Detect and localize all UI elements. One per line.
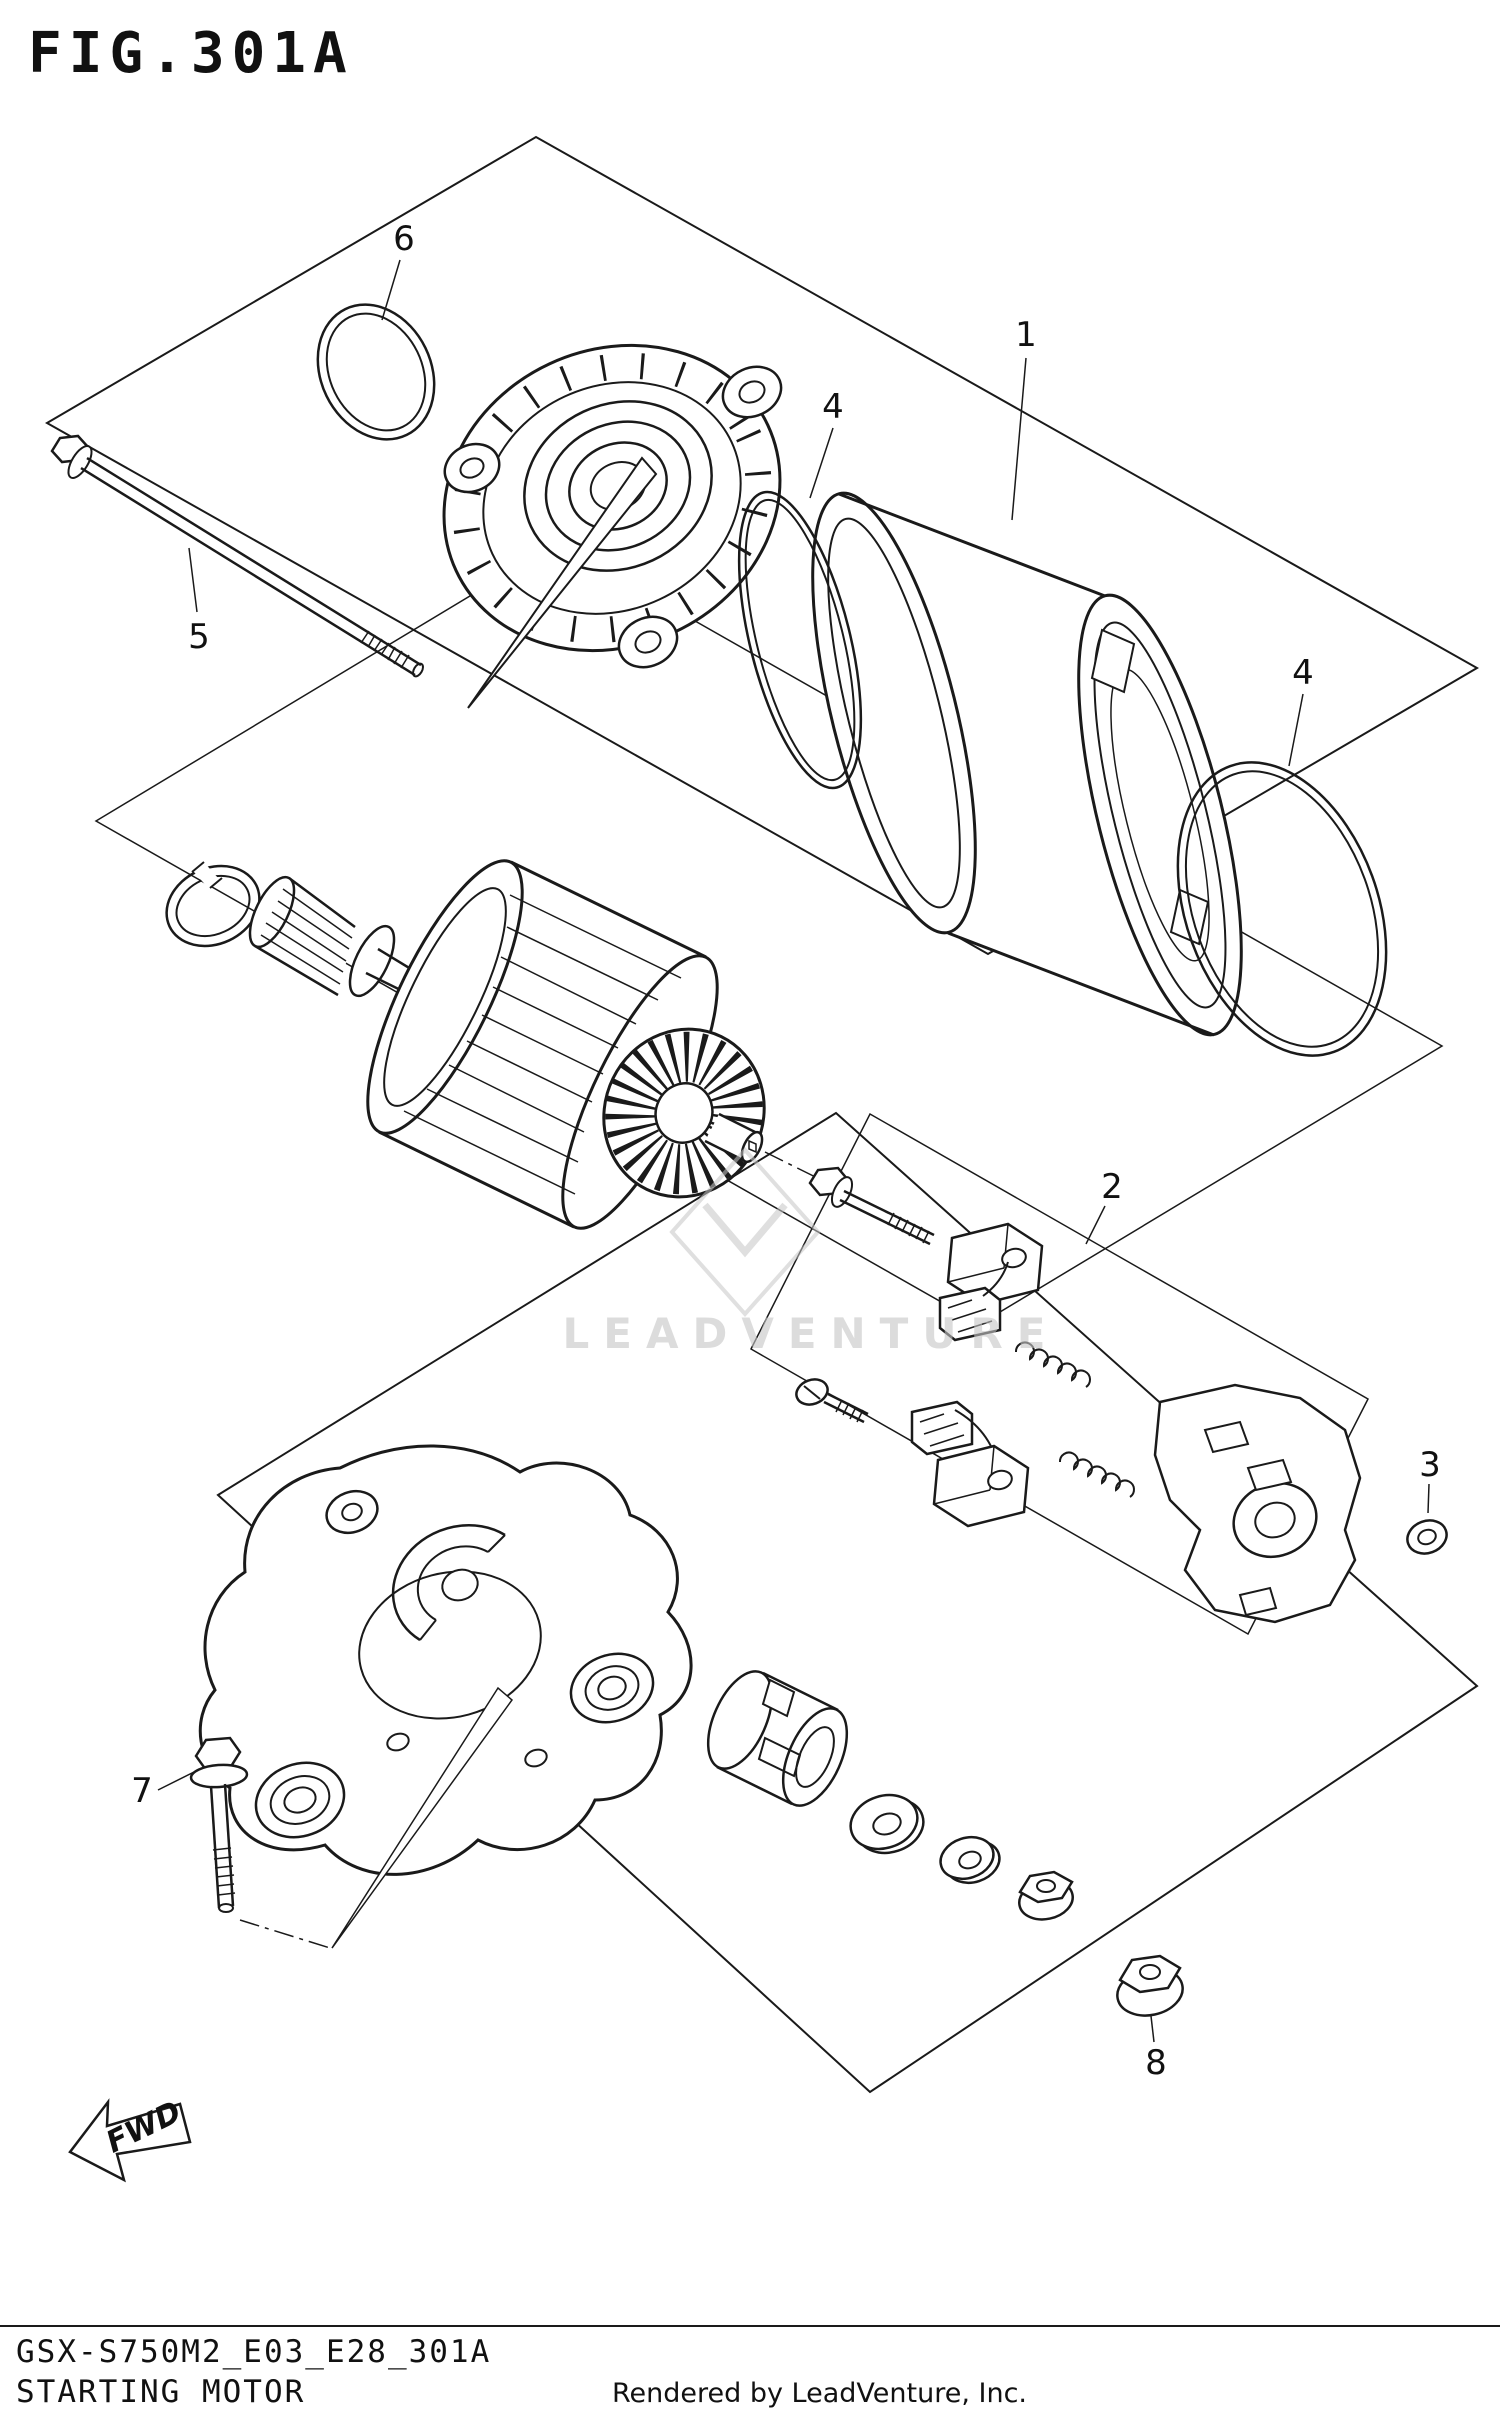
- bracket-ear-top-left: [325, 1489, 379, 1535]
- o-ring-4-front: [737, 490, 863, 790]
- render-credit: Rendered by LeadVenture, Inc.: [612, 2378, 1027, 2409]
- callout-1: 1: [1011, 315, 1037, 521]
- terminal-bolt: [808, 1166, 935, 1246]
- svg-text:2: 2: [1101, 1167, 1123, 1207]
- washer-3: [1406, 1519, 1448, 1555]
- front-cover: [442, 343, 783, 709]
- brush-spring-b: [1058, 1451, 1135, 1498]
- brush-screw: [795, 1378, 869, 1424]
- flange-nut-8: [1116, 1954, 1184, 2017]
- brush-a: [938, 1261, 1009, 1342]
- brush-holder-set: [750, 1112, 1369, 1636]
- svg-text:5: 5: [188, 617, 210, 657]
- cover-ear-bosses: [443, 365, 783, 669]
- callout-3: 3: [1419, 1445, 1441, 1514]
- brush-plate: [1153, 1383, 1362, 1624]
- callout-8: 8: [1145, 2015, 1167, 2083]
- watermark-logo: [669, 1146, 821, 1318]
- housing-notch-upper: [1090, 628, 1136, 694]
- panel-top: [44, 135, 1480, 956]
- brush-holder-a: [946, 1222, 1044, 1306]
- svg-text:8: 8: [1145, 2043, 1167, 2083]
- washer-b: [939, 1835, 1001, 1885]
- model-code: GSX-S750M2_E03_E28_301A: [16, 2334, 491, 2370]
- svg-text:7: 7: [131, 1771, 153, 1811]
- figure-title: FIG.301A: [28, 21, 354, 86]
- bracket-ear-bottom-left: [254, 1761, 346, 1839]
- rear-bracket: [198, 1444, 693, 1949]
- o-ring-4-rear: [1176, 761, 1388, 1057]
- bracket-wedge-pointer: [331, 1686, 514, 1949]
- fwd-arrow: FWD: [68, 2095, 192, 2183]
- winding-hatch: [403, 894, 682, 1195]
- brush-holder-b: [932, 1444, 1030, 1528]
- through-bolt-5: [50, 434, 424, 678]
- bolt-5-threads: [360, 630, 410, 669]
- svg-text:3: 3: [1419, 1445, 1441, 1485]
- washer-a: [849, 1793, 925, 1855]
- flange-bolt-7: [189, 1736, 249, 1913]
- callouts: 1 2 3 4 4 5 6 7: [131, 219, 1441, 2083]
- svg-text:4: 4: [822, 387, 844, 427]
- svg-text:4: 4: [1292, 653, 1314, 693]
- callout-6: 6: [381, 219, 415, 321]
- callout-2: 2: [1085, 1167, 1123, 1245]
- callout-5: 5: [188, 547, 210, 657]
- armature: [248, 859, 766, 1230]
- alignment-wedge: [467, 456, 658, 709]
- armature-spline-shaft: [248, 875, 396, 998]
- panel-bottom: [216, 1111, 1479, 2094]
- callout-4-rear: 4: [1288, 653, 1314, 767]
- brush-spring-a: [1014, 1341, 1091, 1388]
- watermark-text: LEADVENTURE: [563, 1309, 1060, 1358]
- bolt-7-threads: [212, 1847, 236, 1896]
- watermark: LEADVENTURE: [563, 1146, 1060, 1358]
- hex-nut: [1018, 1870, 1074, 1921]
- svg-text:6: 6: [393, 219, 415, 259]
- motor-housing: [811, 491, 1243, 1037]
- callout-7: 7: [131, 1771, 195, 1811]
- svg-text:1: 1: [1015, 315, 1037, 355]
- bracket-ear-right: [569, 1652, 655, 1724]
- o-ring-6: [316, 303, 436, 441]
- part-name: STARTING MOTOR: [16, 2374, 305, 2410]
- cover-rib-ticks: [452, 352, 772, 644]
- callout-4-front: 4: [809, 387, 844, 499]
- snap-ring: [165, 861, 261, 948]
- spacer-coupler: [706, 1670, 849, 1807]
- footer: GSX-S750M2_E03_E28_301A STARTING MOTOR R…: [0, 2325, 1500, 2410]
